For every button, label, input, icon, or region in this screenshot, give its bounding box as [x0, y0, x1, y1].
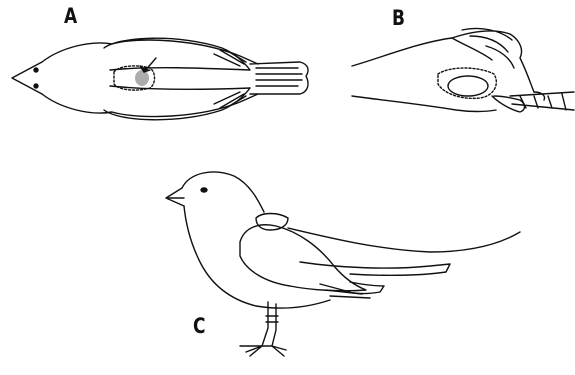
- panel-c-eye: [201, 188, 207, 192]
- panel-a-beak: [12, 62, 42, 94]
- panel-a-eye-2: [34, 84, 38, 88]
- panel-b-label: B: [392, 6, 405, 31]
- panel-c-tail-lower: [300, 262, 450, 275]
- panel-c-tail-upper: [288, 228, 520, 252]
- panel-b-drawing: [352, 28, 574, 112]
- panel-a-feather-hatching: [214, 50, 246, 108]
- panel-a-tail: [250, 62, 308, 94]
- panel-a-stipple-spot: [135, 70, 149, 86]
- panel-c-wing: [240, 225, 366, 291]
- panel-c-head-back: [182, 172, 264, 212]
- panel-a-label: A: [64, 4, 77, 29]
- panel-b-leg-oval: [448, 76, 488, 96]
- panel-a-eye: [34, 68, 38, 72]
- panel-c-tail-tip: [346, 282, 384, 294]
- panel-c-beak: [166, 188, 184, 206]
- panel-c-label: C: [193, 314, 205, 339]
- panel-c-shoulder-patch: [256, 214, 288, 231]
- panel-a-drawing: [12, 38, 308, 120]
- panel-c-feet: [240, 346, 286, 356]
- panel-c-drawing: [166, 172, 520, 356]
- panel-b-thumb: [492, 96, 525, 112]
- panel-b-hand: [352, 28, 534, 92]
